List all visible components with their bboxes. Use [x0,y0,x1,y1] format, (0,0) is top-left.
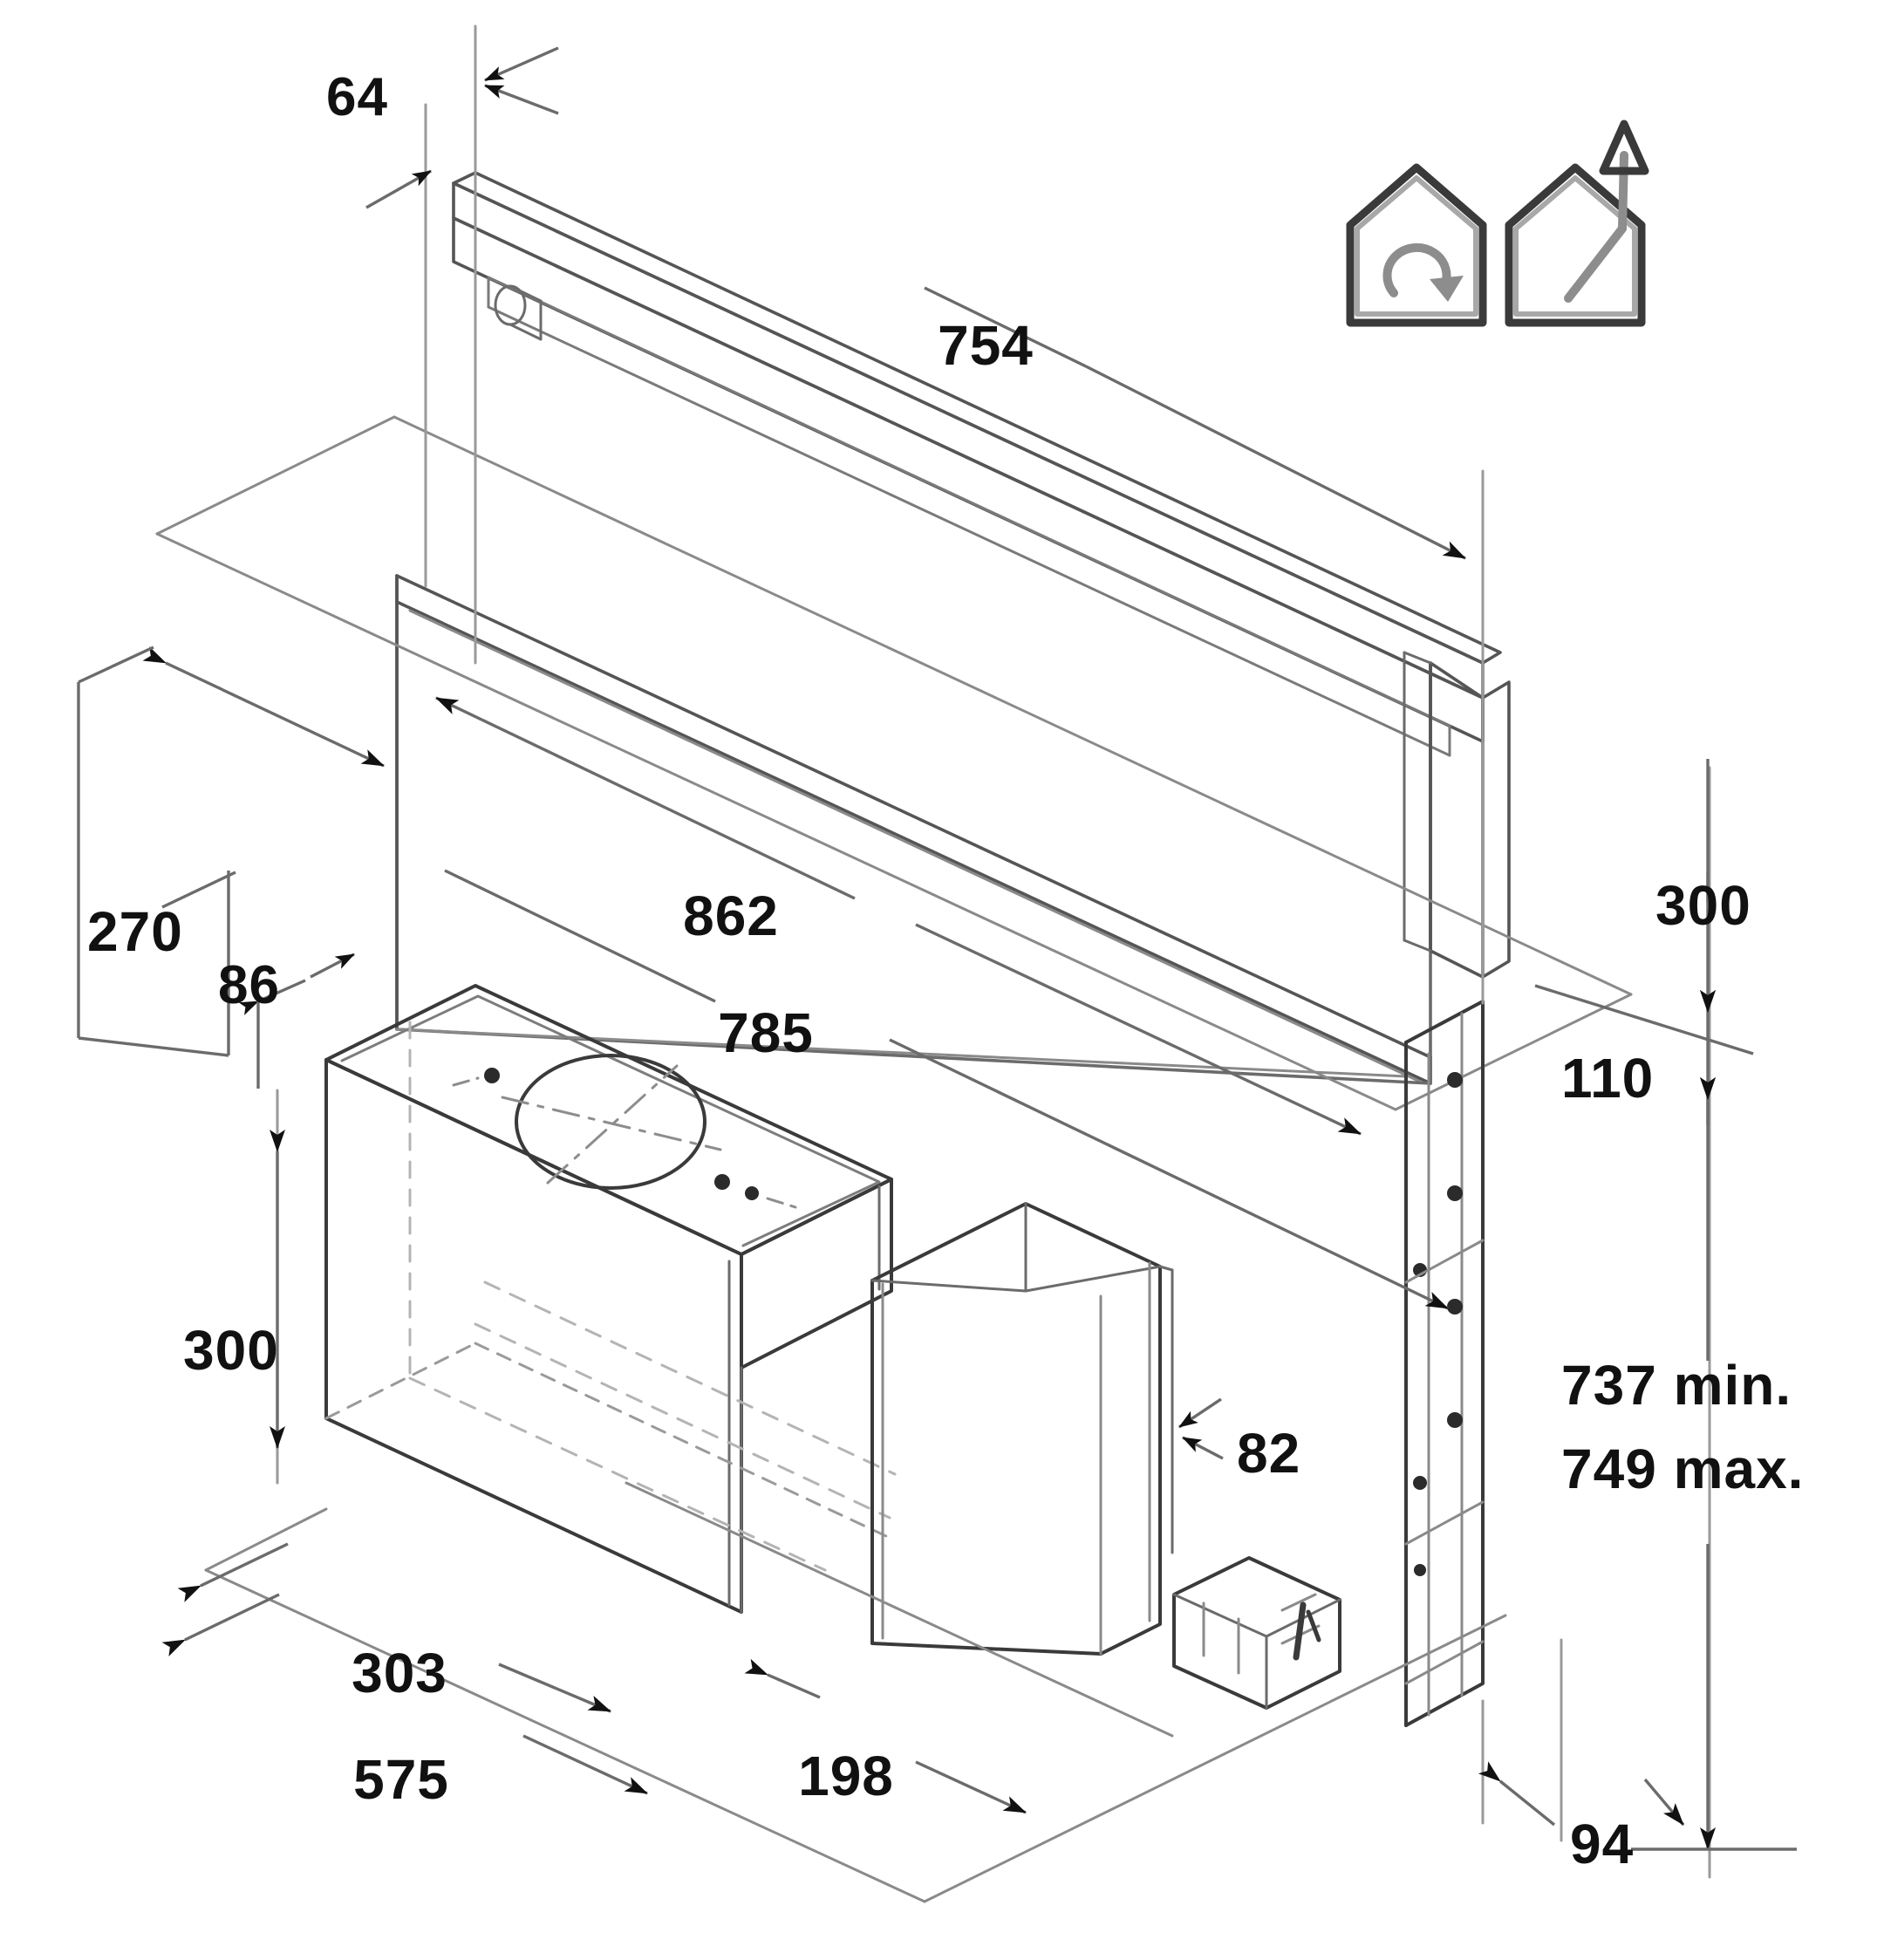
dim-line-64-b [484,84,559,115]
dim-line-303-left [177,1542,289,1602]
dim-line-82-b [1182,1436,1224,1460]
dim-ext-270-e [78,1036,229,1057]
dim-line-94-left [1478,1761,1556,1827]
dim-line-862-left [435,696,856,900]
dim-label-575: 575 [353,1748,449,1811]
dimension-labels: 64 754 862 785 270 86 300 110 300 303 57… [87,67,1804,1875]
projection-lines [276,24,1711,1879]
dim-leader-754 [924,286,1087,368]
dim-ext-270-b [78,645,154,684]
ventilation-mode-icons [1346,120,1649,327]
dim-line-86-a [310,953,355,979]
dim-label-300-left: 300 [183,1319,279,1382]
dim-label-64: 64 [326,67,388,127]
dim-line-862-right [915,923,1362,1136]
dim-label-94: 94 [1570,1813,1634,1875]
dim-ext-110-leader [1534,984,1754,1055]
motor-housing-box [324,984,897,1614]
junction-box-detail [1172,1556,1341,1710]
dim-line-785-right [889,1038,1449,1310]
hood-body-panel [395,574,1511,1085]
dim-line-575-left [161,1593,280,1656]
vertical-mounting-rail [1404,1000,1485,1727]
exhaust-air-mode-icon [1505,120,1649,327]
dim-line-270 [142,646,385,768]
dim-line-64-a [484,46,559,82]
dim-line-754 [1085,365,1466,560]
dim-line-198-right [915,1760,1027,1814]
dim-label-82: 82 [1237,1422,1300,1485]
dim-line-575-right [522,1734,648,1795]
dim-line-82-a [1178,1397,1222,1429]
dim-label-754: 754 [938,314,1034,377]
dim-label-198: 198 [798,1745,894,1807]
hood-geometry [155,24,1711,1903]
dim-line-94-right [1643,1778,1685,1827]
recirculation-mode-icon [1346,163,1487,327]
dim-label-300-right: 300 [1655,874,1751,937]
floor-footprint-plane [204,1481,1507,1903]
dim-ext-270-a [161,871,236,909]
dim-line-86-b [238,979,306,1015]
dim-label-862: 862 [683,884,779,947]
dim-label-270: 270 [87,900,183,963]
dim-line-198-left [744,1658,821,1699]
dim-line-303-right [498,1663,611,1713]
dim-leader-785-left [444,869,716,1003]
dimension-lines [77,46,1797,1851]
dim-label-110: 110 [1561,1047,1654,1110]
dim-label-737-min: 737 min. [1561,1354,1792,1417]
duct-adaptor-box [870,1202,1174,1656]
dim-line-64-c [365,169,432,209]
dim-label-785: 785 [718,1001,814,1064]
worktop-outline [155,415,1633,1111]
dim-label-86: 86 [218,955,280,1015]
telescopic-panel-upper [452,171,1502,757]
dim-label-749-max: 749 max. [1561,1438,1804,1500]
dim-label-303: 303 [352,1642,447,1704]
